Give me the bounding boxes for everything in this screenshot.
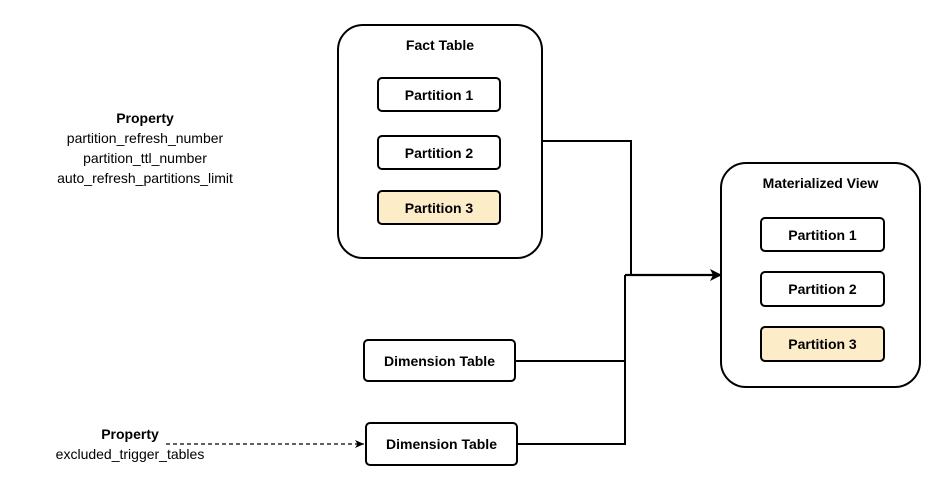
property-text-bottom: Property excluded_trigger_tables — [30, 424, 230, 464]
fact-partition-1: Partition 1 — [377, 77, 501, 112]
materialized-view-title: Materialized View — [762, 175, 879, 191]
property-item-partition-refresh-number: partition_refresh_number — [66, 130, 224, 146]
fact-to-view-connector — [543, 140, 632, 275]
fact-partition-2: Partition 2 — [377, 135, 501, 170]
property-text-top: Property partition_refresh_number partit… — [20, 108, 270, 188]
view-partition-2: Partition 2 — [760, 271, 885, 307]
view-partition-1: Partition 1 — [760, 217, 885, 252]
property-heading-bottom: Property — [101, 426, 159, 442]
dimension1-connector — [516, 275, 626, 362]
fact-partition-3: Partition 3 — [377, 190, 501, 225]
dimension-table-1: Dimension Table — [363, 339, 516, 382]
property-item-partition-ttl-number: partition_ttl_number — [83, 150, 207, 166]
property-item-excluded-trigger-tables: excluded_trigger_tables — [55, 446, 205, 462]
dimension2-connector — [518, 361, 626, 445]
fact-table-title: Fact Table — [405, 37, 475, 53]
dimension-table-2: Dimension Table — [365, 422, 518, 466]
property-item-auto-refresh-partitions-limit: auto_refresh_partitions_limit — [57, 170, 233, 186]
view-partition-3: Partition 3 — [760, 326, 885, 362]
property-heading-top: Property — [116, 110, 174, 126]
